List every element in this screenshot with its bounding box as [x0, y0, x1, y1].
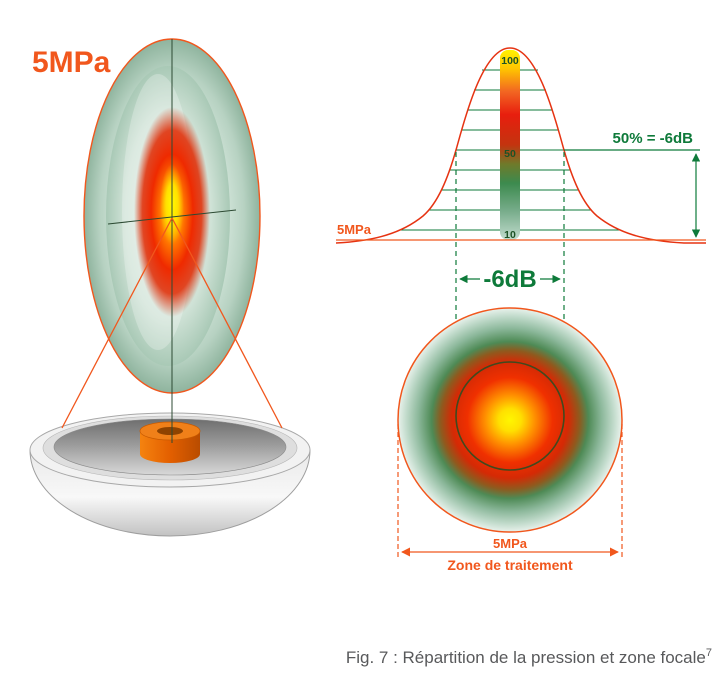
focal-spot-circle [397, 307, 623, 533]
treatment-zone-label: Zone de traitement [447, 557, 573, 573]
left-cone-line [61, 217, 173, 429]
scale-tick-10: 10 [504, 229, 516, 241]
pressure-profile-plot: 100 50 10 5MPa 50% = -6dB -6dB [335, 47, 706, 412]
pressure-curve [335, 47, 706, 244]
width-6db-label: -6dB [483, 266, 536, 293]
figure-caption-text: Fig. 7 : Répartition de la pression et z… [346, 648, 706, 667]
curve-pressure-label: 5MPa [337, 222, 372, 237]
transducer-element [139, 421, 201, 463]
transducer-focal-diagram: 5MPa [29, 38, 311, 537]
treatment-pressure-label: 5MPa [493, 536, 528, 551]
transducer-bowl [29, 412, 311, 537]
figure-caption: Fig. 7 : Répartition de la pression et z… [346, 647, 712, 667]
right-cone-line [171, 217, 283, 429]
element-cylinder-hole [157, 427, 183, 435]
treatment-zone-diagram: 5MPa Zone de traitement [397, 307, 623, 573]
scale-tick-50: 50 [504, 148, 516, 160]
scale-tick-100: 100 [501, 55, 519, 67]
intensity-scale-bar [500, 50, 520, 240]
figure-caption-superscript: 7 [706, 647, 712, 659]
minus6db-circle [455, 361, 565, 471]
focal-cross-line [107, 209, 237, 225]
half-max-label: 50% = -6dB [613, 130, 694, 147]
left-pressure-label: 5MPa [32, 46, 111, 79]
